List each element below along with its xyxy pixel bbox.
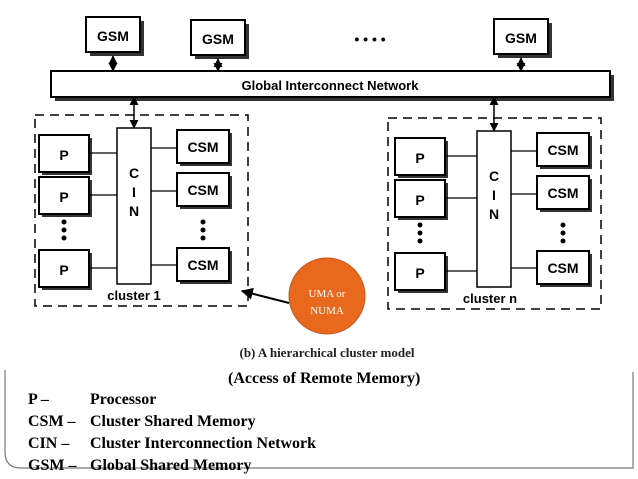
processor-label: P (59, 262, 68, 278)
callout-line-2: NUMA (310, 305, 344, 317)
cin-letter: N (489, 206, 499, 222)
processor-label: P (415, 192, 424, 208)
csm-label: CSM (547, 260, 578, 276)
csm-box: CSM (536, 132, 592, 169)
csm-label: CSM (187, 182, 218, 198)
csm-box: CSM (536, 175, 592, 212)
processor-label: P (415, 150, 424, 166)
cluster-n-boundary (387, 117, 602, 310)
uma-numa-callout: UMA or NUMA (240, 257, 366, 335)
processor-box: P (38, 134, 92, 175)
processor-label: P (59, 189, 68, 205)
cin-connectors (89, 147, 177, 269)
csm-label: CSM (187, 257, 218, 273)
csm-label: CSM (187, 139, 218, 155)
cin-letter: C (489, 168, 499, 184)
callout-arrow (240, 287, 290, 304)
global-interconnect-network: Global Interconnect Network (50, 70, 614, 101)
gsm-module-n: GSM (493, 18, 552, 58)
cluster-n-name: cluster n (463, 291, 517, 306)
network-label: Global Interconnect Network (242, 78, 420, 93)
cin-letter: C (129, 165, 139, 181)
figure-caption: (b) A hierarchical cluster model (240, 345, 415, 360)
cin-block: C I N (116, 127, 152, 285)
legend-desc: Processor (90, 391, 157, 408)
subcaption: (Access of Remote Memory) (228, 370, 421, 387)
legend-frame (4, 370, 634, 469)
processor-box: P (394, 137, 448, 178)
callout-line-1: UMA or (309, 288, 346, 300)
legend-term: CSM – (28, 413, 76, 430)
gsm-label: GSM (202, 31, 234, 47)
csm-ellipsis (200, 219, 206, 241)
gsm-ellipsis: • • • • (354, 31, 385, 47)
legend-term: GSM – (28, 457, 77, 474)
cluster-1-name: cluster 1 (107, 288, 160, 303)
processor-box: P (394, 179, 448, 220)
cluster-1-boundary (34, 114, 249, 307)
csm-label: CSM (547, 185, 578, 201)
processor-ellipsis (61, 219, 67, 241)
csm-box: CSM (176, 172, 232, 209)
processor-label: P (415, 265, 424, 281)
processor-box: P (394, 252, 448, 293)
csm-box: CSM (536, 250, 592, 287)
csm-box: CSM (176, 129, 232, 166)
csm-box: CSM (176, 247, 232, 284)
cluster-1: P P P C I N (34, 114, 249, 307)
processor-box: P (38, 176, 92, 217)
cin-letter: I (492, 187, 496, 203)
gsm-module-2: GSM (190, 19, 249, 59)
gsm-label: GSM (97, 28, 129, 44)
legend-desc: Cluster Interconnection Network (90, 435, 317, 452)
legend-term: P – (28, 391, 49, 408)
callout-circle (288, 257, 366, 335)
gsm-module-1: GSM (85, 16, 144, 56)
processor-ellipsis (417, 222, 423, 244)
csm-label: CSM (547, 142, 578, 158)
cin-connectors (445, 150, 537, 272)
cin-block: C I N (476, 130, 512, 288)
processor-box: P (38, 249, 92, 290)
cin-letter: I (132, 184, 136, 200)
legend-desc: Cluster Shared Memory (90, 413, 256, 430)
gsm-label: GSM (505, 30, 537, 46)
legend-term: CIN – (28, 435, 70, 452)
cin-letter: N (129, 203, 139, 219)
legend-desc: Global Shared Memory (90, 457, 252, 474)
processor-label: P (59, 147, 68, 163)
cluster-n: P P P C I N (387, 117, 602, 310)
csm-ellipsis (560, 222, 566, 244)
